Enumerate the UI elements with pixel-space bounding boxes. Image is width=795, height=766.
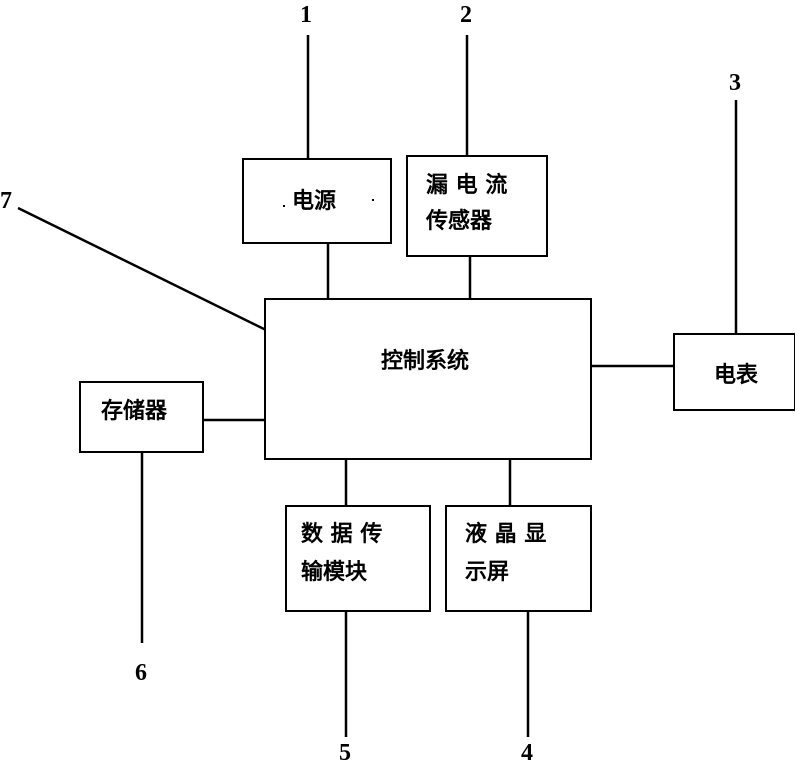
- callout-3: 3: [729, 70, 741, 96]
- control-system-box: 控制系统: [264, 298, 592, 460]
- callout-4: 4: [521, 740, 533, 766]
- callout-6: 6: [135, 660, 147, 686]
- lcd-screen-box: 液 晶 显 示屏: [445, 505, 592, 612]
- memory-box: 存储器: [79, 381, 204, 453]
- meter-label: 电表: [714, 363, 759, 388]
- leader-line-7: [17, 206, 267, 332]
- meter-box: 电表: [673, 333, 795, 411]
- data-transmission-label-line1: 数 据 传: [301, 522, 383, 547]
- memory-label: 存储器: [101, 399, 168, 424]
- stray-dot: [283, 205, 285, 207]
- data-transmission-box: 数 据 传 输模块: [285, 505, 431, 612]
- lcd-screen-label-line2: 示屏: [465, 560, 510, 585]
- callout-5: 5: [339, 740, 351, 766]
- power-box: 电源: [242, 158, 392, 244]
- stray-dot: [372, 199, 374, 201]
- power-label: 电源: [292, 189, 337, 214]
- callout-2: 2: [460, 2, 472, 28]
- leakage-sensor-box: 漏 电 流 传感器: [406, 155, 548, 257]
- lcd-screen-label-line1: 液 晶 显: [465, 522, 547, 547]
- control-system-label: 控制系统: [381, 349, 470, 374]
- leakage-sensor-label-line2: 传感器: [426, 209, 493, 234]
- callout-1: 1: [300, 2, 312, 28]
- callout-7: 7: [0, 188, 12, 214]
- leakage-sensor-label-line1: 漏 电 流: [426, 173, 508, 198]
- data-transmission-label-line2: 输模块: [301, 560, 368, 585]
